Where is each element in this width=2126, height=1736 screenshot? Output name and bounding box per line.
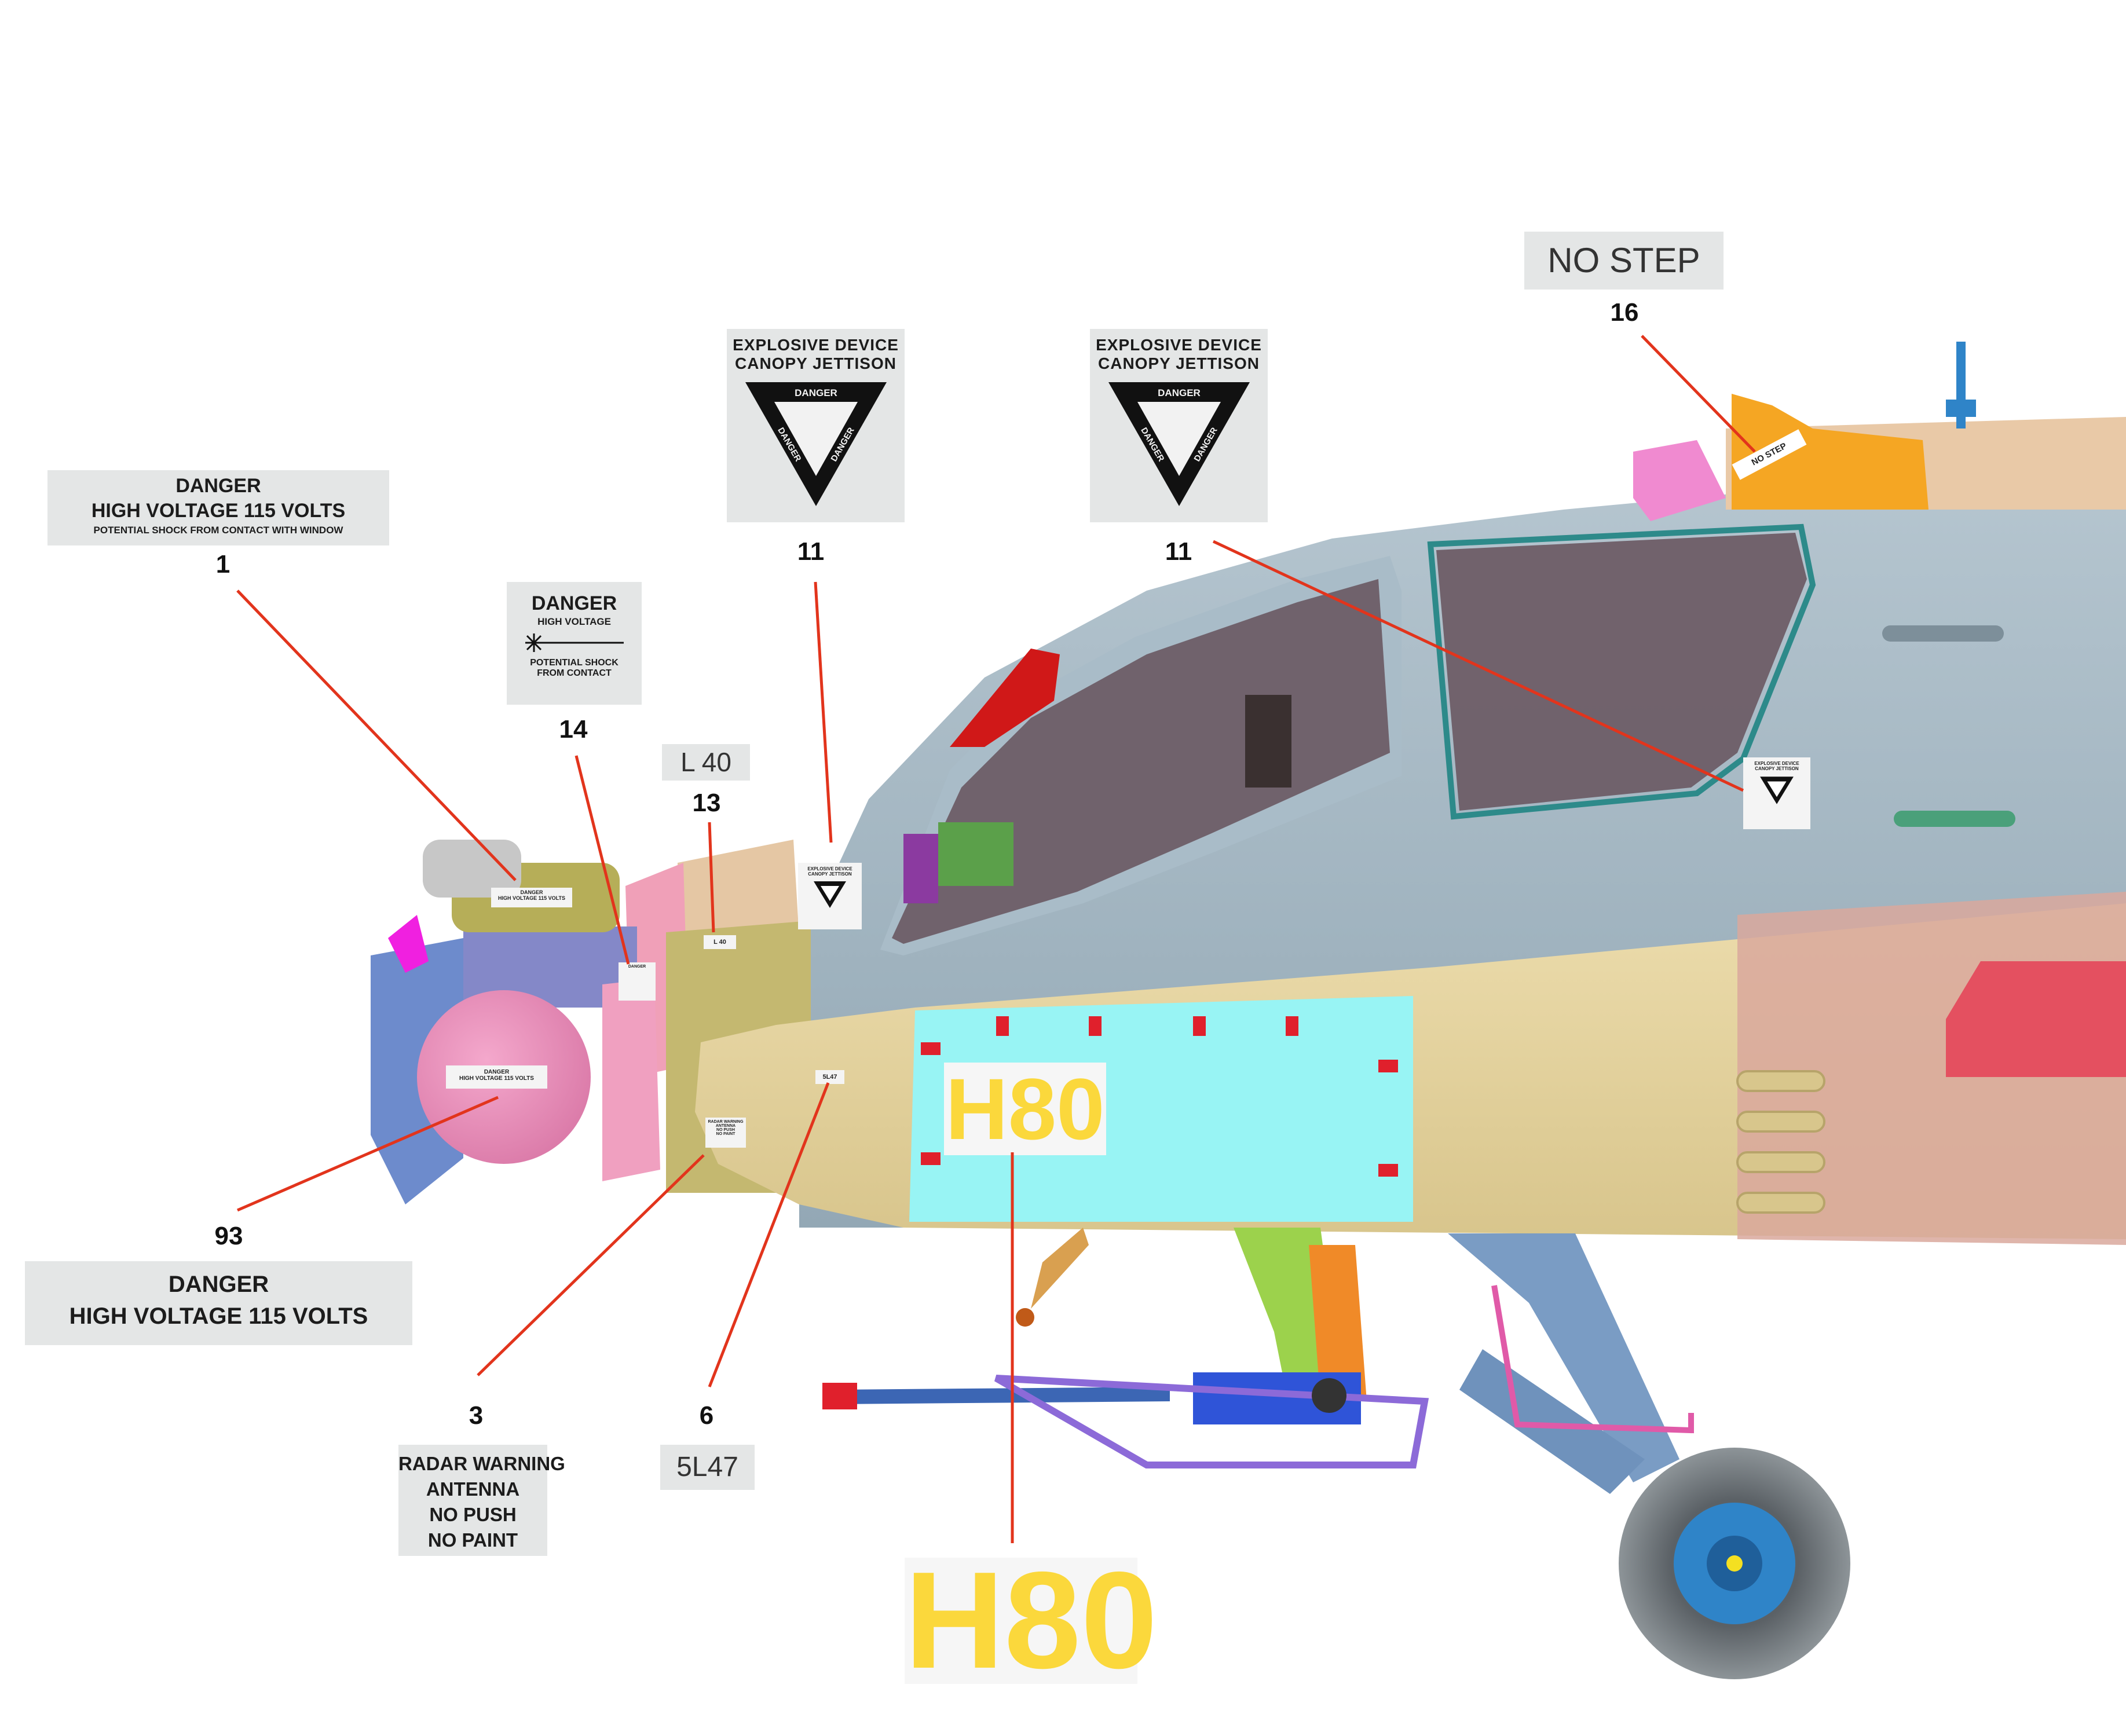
purple-cradle — [994, 1375, 1429, 1468]
louvres — [1736, 1070, 1825, 1214]
stencil-on-model-93: DANGER HIGH VOLTAGE 115 VOLTS — [446, 1065, 547, 1089]
red-intake — [1946, 961, 2126, 1077]
pink-brake-line — [1491, 1285, 1694, 1434]
callout-number-3: 3 — [469, 1401, 484, 1430]
stencil-on-model-canopy-front: EXPLOSIVE DEVICE CANOPY JETTISON — [798, 863, 862, 929]
callout-number-93: 93 — [214, 1222, 243, 1250]
decal-11-canopy-jettison-right: EXPLOSIVE DEVICE CANOPY JETTISON DANGER … — [1090, 329, 1268, 522]
canopy-front-glass — [892, 579, 1390, 944]
decal-16-no-step: NO STEP — [1524, 232, 1724, 290]
canopy-small-triangle-icon-2 — [1760, 777, 1794, 804]
chin-knob — [1016, 1308, 1034, 1327]
stencil-on-model-5l47: 5L47 — [815, 1070, 844, 1084]
callout-number-1: 1 — [215, 550, 230, 578]
leader-3 — [477, 1154, 705, 1376]
antenna-base — [1946, 400, 1976, 417]
spark-line-icon — [525, 633, 624, 652]
svg-text:DANGER: DANGER — [795, 387, 837, 398]
h80-on-panel: H80 — [944, 1063, 1106, 1155]
pod-arm — [602, 979, 660, 1181]
seat-headrest — [1245, 695, 1291, 788]
stencil-on-model-14: DANGER — [619, 962, 656, 1001]
gun-orange-box — [1309, 1245, 1367, 1401]
stencil-on-model-1: DANGER HIGH VOLTAGE 115 VOLTS — [491, 888, 572, 907]
decal-1-danger-high-voltage-window: DANGER HIGH VOLTAGE 115 VOLTS POTENTIAL … — [47, 470, 389, 545]
leader-13 — [708, 822, 715, 933]
gun-pivot — [1312, 1378, 1346, 1413]
panel-fasteners — [921, 1016, 1398, 1177]
stencil-on-model-canopy-rear: EXPLOSIVE DEVICE CANOPY JETTISON — [1743, 757, 1810, 829]
leader-14 — [575, 755, 630, 965]
decal-3-radar-warning: RADAR WARNING ANTENNA NO PUSH NO PAINT — [398, 1445, 565, 1556]
main-wheel-center — [1726, 1555, 1743, 1572]
callout-number-14: 14 — [559, 715, 588, 744]
gun-muzzle — [822, 1383, 857, 1409]
callout-number-6: 6 — [699, 1401, 714, 1430]
callout-number-13: 13 — [692, 789, 721, 817]
leader-11a — [814, 581, 833, 843]
danger-triangle-icon: DANGER DANGER DANGER — [745, 382, 887, 506]
interior-console — [938, 822, 1013, 886]
chin-strut — [1031, 1228, 1089, 1309]
leader-11b — [1212, 540, 1744, 792]
gun-barrel — [834, 1387, 1170, 1404]
pink-vane — [1633, 440, 1726, 521]
canopy-small-triangle-icon — [814, 881, 846, 908]
leader-93 — [237, 1096, 499, 1212]
green-handle — [1894, 811, 2015, 827]
decal-11-canopy-jettison-left: EXPLOSIVE DEVICE CANOPY JETTISON DANGER … — [727, 329, 905, 522]
gear-arm — [1459, 1349, 1645, 1494]
canopy-rear-glass — [1436, 533, 1807, 811]
leader-1 — [236, 589, 517, 881]
decal-h80: H80 — [905, 1544, 1158, 1697]
decal-6-5l47: 5L47 — [660, 1445, 755, 1490]
gear-strut — [1448, 1233, 1679, 1482]
cyan-access-panel — [909, 996, 1413, 1222]
grey-sensor — [423, 840, 521, 898]
no-step-fairing — [1732, 394, 1929, 510]
decal-93-danger-high-voltage: DANGER HIGH VOLTAGE 115 VOLTS — [25, 1261, 412, 1345]
callout-number-11-right: 11 — [1165, 537, 1192, 566]
leader-6 — [708, 1082, 830, 1387]
pod-mount — [371, 938, 463, 1204]
danger-triangle-icon-2: DANGER DANGER DANGER — [1108, 382, 1250, 506]
stencil-on-model-l40: L 40 — [704, 935, 736, 949]
decal-14-danger-high-voltage: DANGER HIGH VOLTAGE POTENTIAL SHOCK FROM… — [507, 582, 642, 705]
canopy-red-spike — [950, 649, 1060, 747]
svg-text:DANGER: DANGER — [1158, 387, 1201, 398]
magenta-fin — [388, 915, 429, 973]
leader-16 — [1641, 335, 1756, 453]
decal-13-l40: L 40 — [662, 744, 750, 781]
upper-handle — [1882, 625, 2004, 642]
interior-console-2 — [903, 834, 938, 903]
callout-number-11-left: 11 — [797, 537, 825, 566]
stencil-on-model-radar: RADAR WARNING ANTENNA NO PUSH NO PAINT — [705, 1118, 746, 1148]
callout-number-16: 16 — [1610, 298, 1639, 327]
